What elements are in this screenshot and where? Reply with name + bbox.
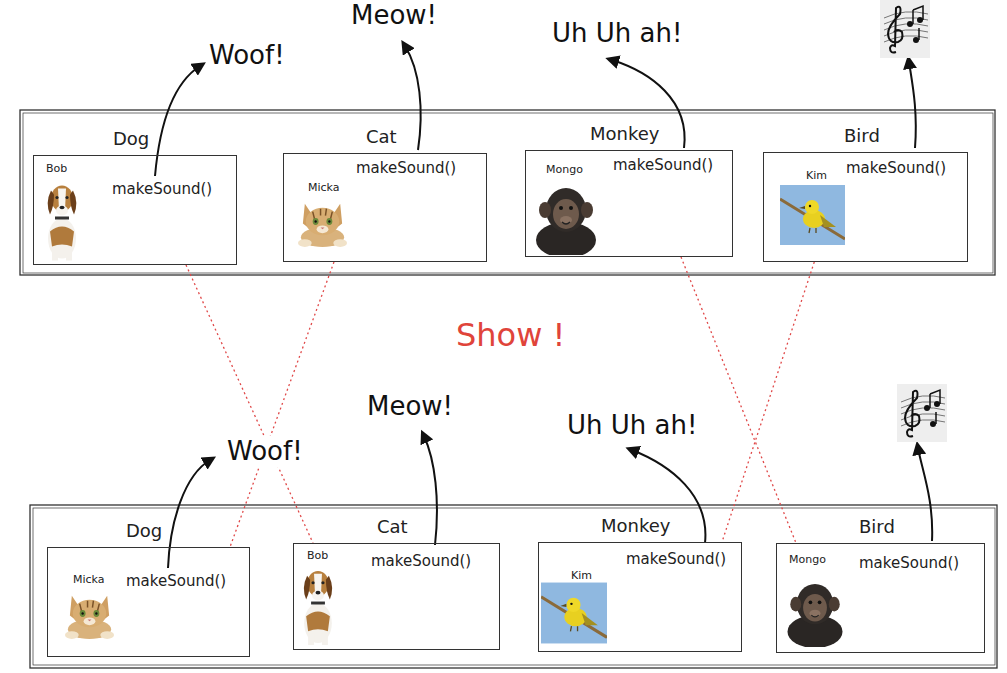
bird-picture	[541, 583, 607, 644]
method-name: makeSound()	[126, 572, 226, 590]
dog-picture	[48, 186, 77, 261]
sound-label: Woof!	[206, 40, 288, 71]
cat-picture	[65, 596, 114, 639]
bird-picture	[780, 185, 845, 245]
monkey-picture	[536, 188, 596, 258]
class-heading: Bird	[844, 125, 880, 146]
animal-name: Micka	[73, 573, 105, 586]
animal-name: Bob	[46, 162, 67, 175]
class-box: CatMickamakeSound()	[283, 153, 487, 262]
dog-picture	[304, 571, 332, 645]
title-note: Show !	[453, 316, 568, 354]
animal-name: Kim	[806, 169, 827, 182]
animal-name: Micka	[308, 181, 340, 194]
method-name: makeSound()	[112, 180, 212, 198]
sound-label: Meow!	[364, 391, 456, 422]
class-heading: Cat	[366, 126, 397, 147]
class-box: MonkeyKimmakeSound()	[538, 542, 742, 652]
class-box: BirdKimmakeSound()	[763, 152, 968, 262]
class-box: MonkeyMongomakeSound()	[525, 150, 733, 257]
swap-connector	[681, 257, 796, 543]
sound-label: Woof!	[224, 436, 306, 467]
swap-connector	[230, 262, 334, 547]
sound-leader	[155, 46, 932, 568]
method-name: makeSound()	[846, 159, 946, 177]
class-heading: Monkey	[590, 123, 659, 144]
method-name: makeSound()	[613, 156, 713, 174]
swap-connector	[722, 262, 814, 542]
sound-label: Uh Uh ah!	[549, 18, 685, 49]
class-box: DogMickamakeSound()	[47, 547, 250, 657]
class-box: CatBobmakeSound()	[293, 543, 500, 650]
class-heading: Dog	[113, 128, 149, 149]
animal-name: Kim	[571, 569, 592, 582]
method-name: makeSound()	[626, 550, 726, 568]
method-name: makeSound()	[356, 159, 456, 177]
group-frame	[20, 110, 997, 668]
class-box: DogBobmakeSound()	[33, 155, 237, 265]
sound-label: Uh Uh ah!	[564, 410, 700, 441]
class-box: BirdMongomakeSound()	[776, 543, 985, 653]
sound-label: Meow!	[348, 0, 440, 31]
class-heading: Bird	[859, 516, 895, 537]
monkey-picture	[788, 584, 843, 648]
music-icon	[897, 384, 947, 442]
animal-name: Mongo	[546, 163, 583, 176]
animal-name: Bob	[307, 549, 328, 562]
animal-name: Mongo	[789, 553, 826, 566]
cat-picture	[298, 204, 347, 247]
class-heading: Dog	[126, 520, 162, 541]
method-name: makeSound()	[859, 554, 959, 572]
method-name: makeSound()	[371, 552, 471, 570]
class-heading: Cat	[377, 516, 408, 537]
swap-connector	[186, 265, 313, 543]
music-icon	[880, 0, 930, 58]
class-heading: Monkey	[601, 515, 670, 536]
